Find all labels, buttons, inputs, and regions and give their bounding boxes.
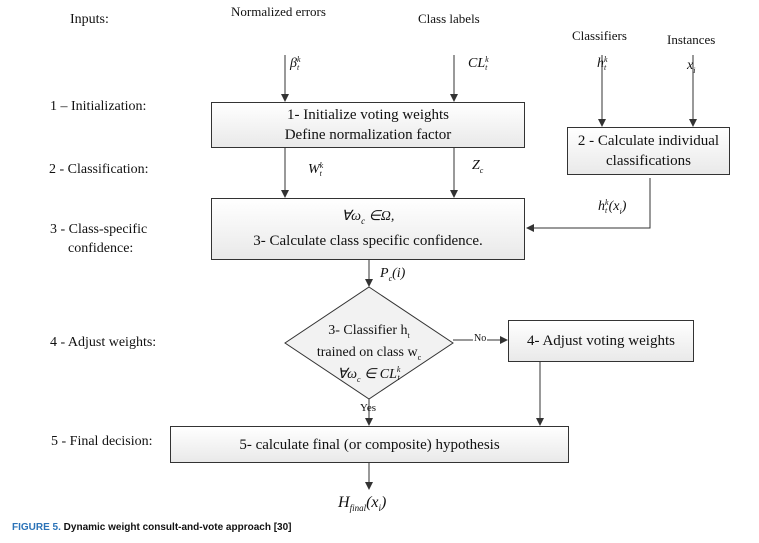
stage-classification: 2 - Classification:: [49, 162, 149, 177]
arrow-calc-to-conf: [526, 178, 651, 232]
final-hypothesis-box: 5- calculate final (or composite) hypoth…: [170, 426, 569, 463]
decision-line1: 3- Classifier ht: [328, 323, 410, 340]
stage-final-decision: 5 - Final decision:: [51, 434, 153, 449]
final-box-label: 5- calculate final (or composite) hypoth…: [239, 436, 500, 453]
figure-number: FIGURE 5.: [12, 522, 61, 533]
yes-label: Yes: [360, 402, 377, 414]
p-symbol: Pc(i): [380, 266, 406, 283]
initialize-box-line1: 1- Initialize voting weights: [286, 107, 450, 123]
stage-class-specific: 3 - Class-specific: [50, 222, 148, 237]
z-symbol: Zc: [472, 158, 484, 175]
initialize-box: 1- Initialize voting weights Define norm…: [211, 102, 525, 148]
class-labels-header: Class labels: [418, 11, 480, 26]
instances-header: Instances: [667, 32, 716, 47]
stage-adjust-weights: 4 - Adjust weights:: [50, 335, 157, 350]
figure-caption: FIGURE 5. Dynamic weight consult-and-vot…: [12, 522, 292, 533]
inputs-header: Inputs:: [70, 12, 109, 27]
calc-box-line1: 2 - Calculate individual: [577, 133, 720, 149]
x-symbol: xi: [687, 58, 696, 75]
calc-box-line2: classifications: [606, 153, 691, 169]
initialize-box-line2: Define normalization factor: [284, 127, 452, 143]
adjust-box-label: 4- Adjust voting weights: [527, 333, 675, 349]
class-confidence-box: ∀ωc ∈Ω, 3- Calculate class specific conf…: [211, 198, 525, 260]
decision-text: 3- Classifier ht trained on class wc ∀ωc…: [300, 322, 438, 387]
classifiers-header: Classifiers: [572, 28, 627, 43]
adjust-weights-box: 4- Adjust voting weights: [508, 320, 694, 362]
conf-box-line1: ∀ωc ∈Ω,: [341, 209, 395, 226]
normalized-errors-header: Normalized errors: [231, 4, 326, 19]
decision-line2: trained on class wc: [316, 344, 422, 362]
stage-confidence: confidence:: [68, 241, 134, 256]
calculate-classifications-box: 2 - Calculate individual classifications: [567, 127, 730, 175]
stage-initialization: 1 – Initialization:: [50, 99, 147, 114]
conf-box-line2: 3- Calculate class specific confidence.: [253, 232, 483, 249]
figure-caption-text: Dynamic weight consult-and-vote approach…: [60, 522, 292, 533]
final-output-symbol: Hfinal(xi): [338, 494, 387, 514]
no-label: No: [473, 333, 488, 344]
